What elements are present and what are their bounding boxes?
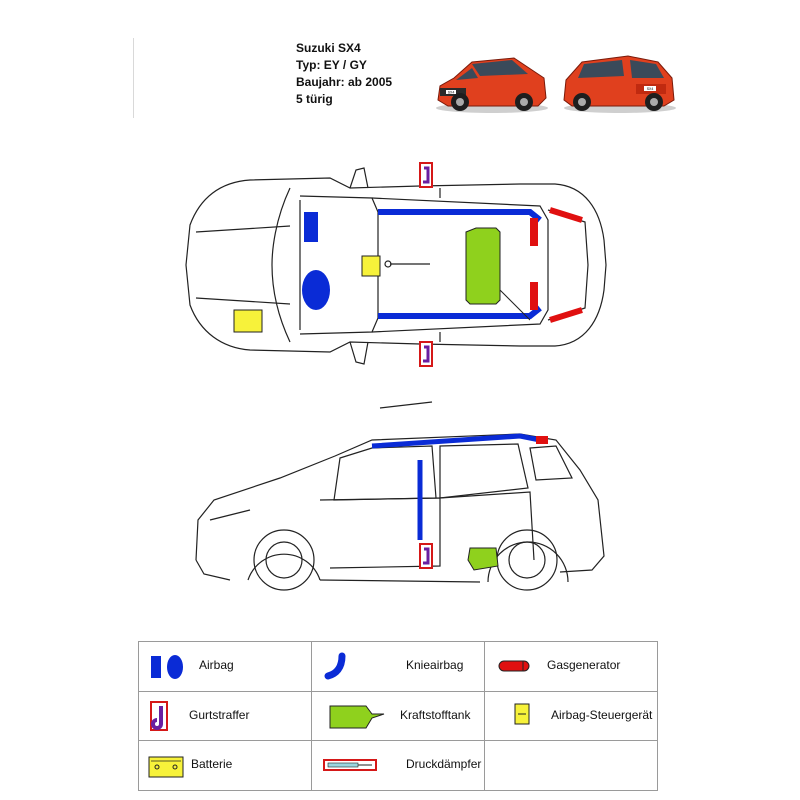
fuel-tank-side <box>467 547 499 571</box>
legend-table: Airbag Kniеairbag Gasgenerator Gurtstraf… <box>138 641 658 791</box>
airbag-control-unit-icon <box>514 703 530 725</box>
vehicle-year: Baujahr: ab 2005 <box>296 75 393 89</box>
vehicle-model: Suzuki SX4 <box>296 41 361 55</box>
legend-cell-gas-generator: Gasgenerator <box>484 641 658 692</box>
legend-row: Gurtstraffer Kraftstofftank Airbag-Steue… <box>138 690 658 742</box>
curtain-airbag-left <box>378 209 542 223</box>
gas-generator-side <box>536 436 548 444</box>
driver-airbag <box>304 212 318 242</box>
gas-generator-top-1 <box>530 218 538 246</box>
gas-generator-top-2 <box>530 282 538 310</box>
gas-generator-icon <box>498 660 530 672</box>
legend-cell-battery: Batterie <box>138 740 312 791</box>
front-plate-text: SX4 <box>448 91 455 95</box>
fuel-tank-icon <box>329 705 385 729</box>
pressure-damper-icon <box>323 759 377 772</box>
rescue-drawing <box>185 162 607 591</box>
vehicle-type: Typ: EY / GY <box>296 58 367 72</box>
top-view <box>185 167 607 365</box>
airbag-control-unit-top <box>361 255 381 277</box>
photo-front-car: SX4 <box>436 57 548 113</box>
airbag-icon <box>151 655 183 679</box>
legend-row: Airbag Kniеairbag Gasgenerator <box>138 641 658 692</box>
vehicle-doors: 5 türig <box>296 92 333 106</box>
fuel-tank-top <box>465 227 501 305</box>
legend-cell-knee-airbag: Kniеairbag <box>311 641 485 692</box>
side-view-components <box>371 433 548 571</box>
battery-top <box>233 309 263 333</box>
photo-rear-car: SX4 <box>563 55 676 113</box>
curtain-airbag-side <box>371 433 541 449</box>
legend-cell-pressure-damper: Druckdämpfer <box>311 740 485 791</box>
gas-generator-top-3 <box>549 207 583 223</box>
legend-cell-empty <box>484 740 658 791</box>
battery-icon <box>148 756 184 778</box>
vehicle-photos: SX4 SX4 <box>436 55 676 113</box>
legend-row: Batterie Druckdämpfer <box>138 740 658 791</box>
gas-generator-top-4 <box>549 307 583 323</box>
curtain-airbag-right <box>378 305 542 319</box>
passenger-airbag <box>302 270 330 310</box>
legend-label-knee-airbag: Kniеairbag <box>406 658 464 672</box>
legend-cell-airbag: Airbag <box>138 641 312 692</box>
side-view <box>195 401 605 591</box>
legend-label-airbag: Airbag <box>199 658 234 672</box>
legend-label-battery: Batterie <box>191 757 233 772</box>
vehicle-header: Suzuki SX4 Typ: EY / GY Baujahr: ab 2005… <box>296 40 392 108</box>
legend-cell-belt-tensioner: Gurtstraffer <box>138 690 312 742</box>
legend-cell-airbag-control-unit: Airbag-Steuergerät <box>484 690 658 742</box>
legend-label-airbag-control-unit: Airbag-Steuergerät <box>551 707 653 722</box>
left-rule <box>133 38 134 118</box>
legend-cell-fuel-tank: Kraftstofftank <box>311 690 485 742</box>
legend-label-belt-tensioner: Gurtstraffer <box>189 707 250 722</box>
legend-label-gas-generator: Gasgenerator <box>547 658 621 672</box>
top-view-components <box>233 162 583 367</box>
legend-label-pressure-damper: Druckdämpfer <box>406 757 482 772</box>
knee-airbag-icon <box>324 652 346 680</box>
belt-tensioner-icon <box>150 700 168 731</box>
rear-plate-text: SX4 <box>647 87 654 91</box>
legend-label-fuel-tank: Kraftstofftank <box>400 707 471 722</box>
